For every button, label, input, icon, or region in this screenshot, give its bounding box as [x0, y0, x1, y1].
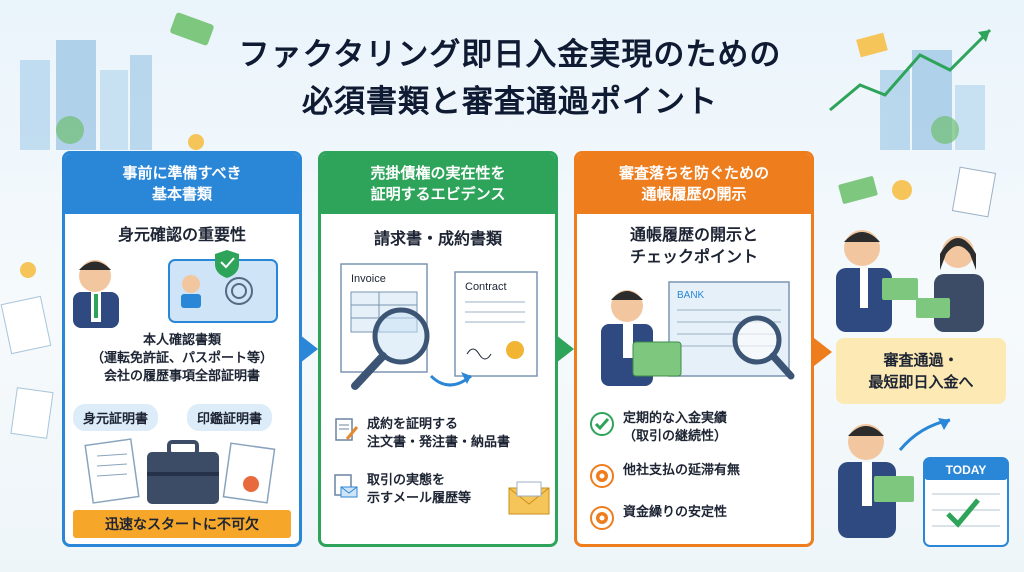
invoice-label: Invoice	[351, 273, 386, 285]
checkmark-icon	[590, 412, 614, 436]
card-subtitle: 身元確認の重要性	[117, 225, 246, 244]
card-subtitle: 通帳履歴の開示と チェックポイント	[629, 225, 758, 266]
approved-business-people-illustration	[836, 166, 997, 332]
invoice-contract-illustration: Invoice Contract	[340, 263, 538, 390]
checkpoint-no-delinquency: 他社支払の延滞有無	[589, 462, 740, 489]
order-documents-row: 成約を証明する 注文書・発注書・納品書	[333, 416, 510, 452]
contract-label: Contract	[465, 281, 507, 293]
checkpoint-cashflow-stability: 資金繰りの安定性	[589, 504, 727, 531]
identity-certificate-pill: 身元証明書	[73, 404, 159, 431]
arrow-right-icon	[556, 335, 574, 363]
approval-result-box: 審査通過・ 最短即日入金へ	[836, 338, 1006, 404]
seal-certificate-pill: 印鑑証明書	[187, 404, 273, 431]
document-pen-icon	[335, 418, 359, 441]
card-header: 売掛債権の実在性を 証明するエビデンス	[321, 154, 555, 214]
bankbook-check-illustration: BANK	[601, 281, 795, 386]
email-history-row: 取引の実態を 示すメール履歴等	[333, 472, 471, 508]
card-bankbook-disclosure: 審査落ちを防ぐための 通帳履歴の開示 通帳履歴の開示と チェックポイント BAN…	[574, 151, 814, 547]
arrow-right-icon	[814, 338, 832, 366]
email-icon	[334, 474, 358, 498]
target-icon	[590, 464, 614, 488]
briefcase-documents-illustration	[84, 438, 276, 504]
card-basic-documents: 事前に準備すべき 基本書類 身元確認の重要性 本人確認書類 （運転免許証、パスポ…	[62, 151, 302, 547]
envelope-icon	[508, 481, 550, 515]
calendar-today-label: TODAY	[946, 463, 987, 477]
required-documents-list: 本人確認書類 （運転免許証、パスポート等） 会社の履歴事項全部証明書	[90, 333, 273, 384]
page-title: ファクタリング即日入金実現のための 必須書類と審査通過ポイント	[150, 32, 870, 126]
card-header: 審査落ちを防ぐための 通帳履歴の開示	[577, 154, 811, 214]
same-day-payment-illustration: TODAY	[838, 418, 1009, 547]
checkpoint-regular-deposits: 定期的な入金実績 （取引の継続性）	[589, 410, 727, 446]
id-check-illustration	[73, 250, 278, 328]
target-icon	[590, 506, 614, 530]
title-line-1: ファクタリング即日入金実現のための	[238, 37, 782, 73]
arrow-right-icon	[300, 335, 318, 363]
bank-label: BANK	[677, 290, 705, 301]
card-receivable-evidence: 売掛債権の実在性を 証明するエビデンス 請求書・成約書類 Invoice Con…	[318, 151, 558, 547]
card-header: 事前に準備すべき 基本書類	[65, 154, 299, 214]
quick-start-banner: 迅速なスタートに不可欠	[73, 510, 291, 538]
card-subtitle: 請求書・成約書類	[373, 229, 502, 248]
title-line-2: 必須書類と審査通過ポイント	[302, 84, 718, 120]
